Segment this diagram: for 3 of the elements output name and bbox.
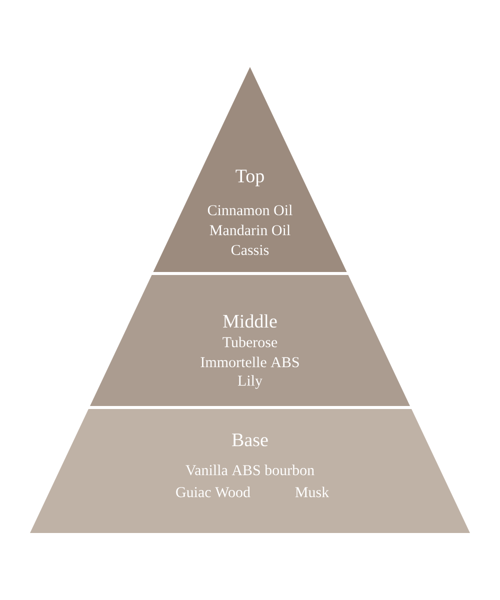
pyramid-band: Middle Tuberose Immortelle ABS Lily (90, 275, 410, 406)
pyramid-band: Base Vanilla ABS bourbon Guiac Wood Musk (30, 409, 470, 533)
pyramid-band: Top Cinnamon Oil Mandarin Oil Cassis (153, 67, 347, 272)
